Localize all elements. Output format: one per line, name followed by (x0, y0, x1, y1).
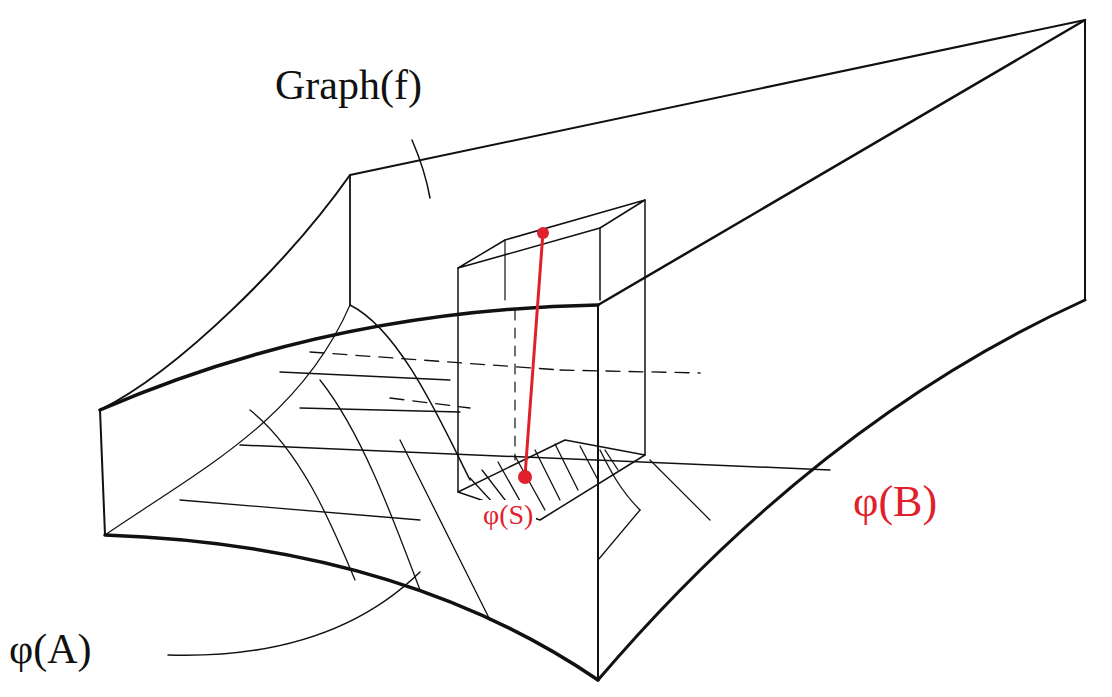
region-label: φ(B) (850, 478, 940, 526)
graph-label: Graph(f) (272, 62, 425, 108)
set-label: φ(S) (480, 500, 536, 531)
region-label: φ(A) (6, 626, 95, 672)
